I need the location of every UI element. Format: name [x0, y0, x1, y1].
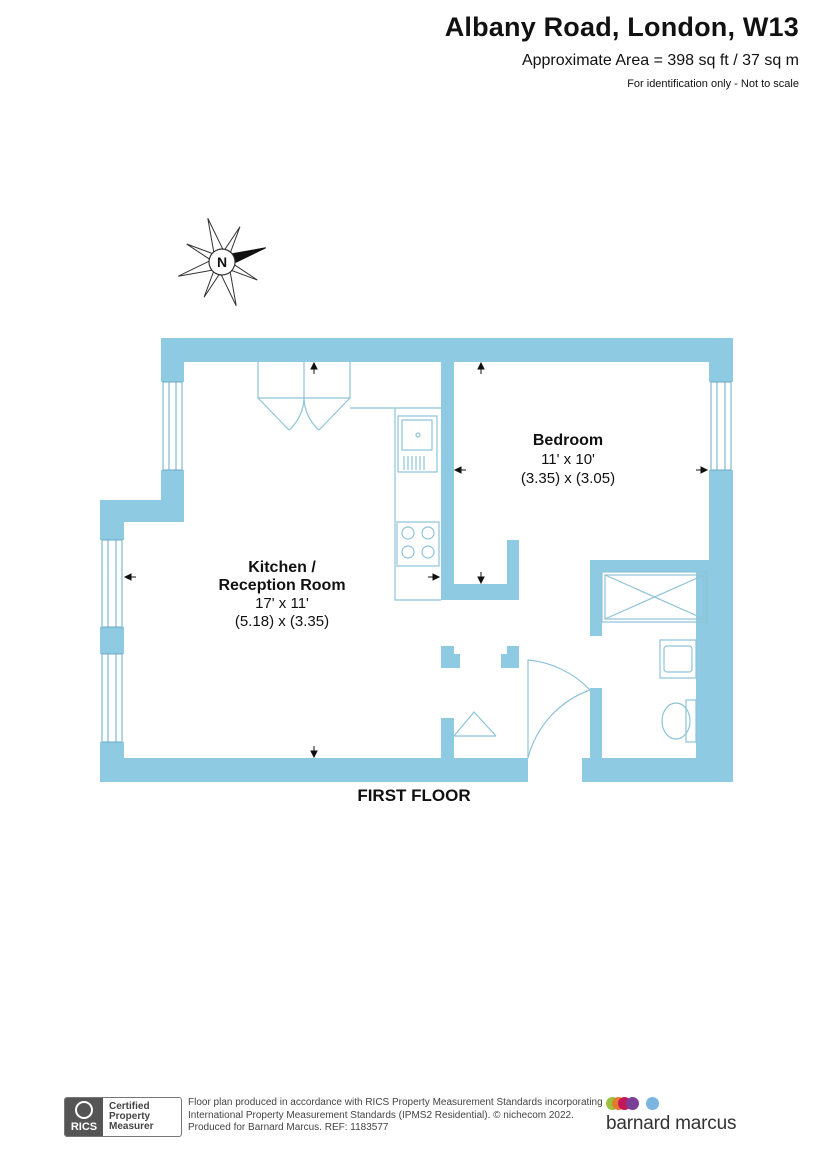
brand-logo: barnard marcus [606, 1095, 776, 1135]
north-compass-icon: N [178, 218, 266, 306]
bedroom-label: Bedroom 11' x 10' (3.35) x (3.05) [521, 432, 615, 487]
footer-line1: Floor plan produced in accordance with R… [188, 1097, 603, 1108]
footer-line3: Produced for Barnard Marcus. REF: 118357… [188, 1122, 389, 1133]
disclaimer-note: For identification only - Not to scale [627, 78, 799, 90]
kitchen-size-imperial: 17' x 11' [255, 595, 309, 612]
kitchen-label: Kitchen / Reception Room 17' x 11' (5.18… [218, 559, 345, 630]
footer-disclaimer: Floor plan produced in accordance with R… [188, 1097, 608, 1135]
rics-logo: RICS [65, 1098, 103, 1136]
badge-line2: Property [109, 1111, 151, 1122]
footer-line2: International Property Measurement Stand… [188, 1109, 574, 1121]
windows [101, 381, 732, 743]
bedroom-size-imperial: 11' x 10' [541, 451, 595, 468]
walls [100, 338, 733, 782]
floor-label: FIRST FLOOR [357, 786, 471, 805]
kitchen-size-metric: (5.18) x (3.35) [235, 613, 329, 630]
rics-seal-icon [75, 1101, 93, 1119]
compass-letter: N [217, 254, 227, 270]
bedroom-name: Bedroom [533, 432, 603, 449]
kitchen-name-line1: Kitchen / [248, 559, 316, 576]
kitchen-name-line2: Reception Room [218, 577, 345, 594]
approximate-area: Approximate Area = 398 sq ft / 37 sq m [521, 52, 799, 69]
page-title: Albany Road, London, W13 [444, 12, 799, 42]
brand-dots-icon [606, 1095, 776, 1111]
badge-line1: Certified [109, 1101, 150, 1112]
bedroom-size-metric: (3.35) x (3.05) [521, 470, 615, 487]
dimension-arrows [123, 361, 709, 759]
rics-text: RICS [70, 1121, 98, 1133]
fixtures [257, 362, 708, 759]
badge-line3: Measurer [109, 1121, 154, 1132]
rics-badge: RICS Certified Property Measurer [64, 1097, 182, 1137]
brand-name: barnard marcus [606, 1113, 737, 1134]
